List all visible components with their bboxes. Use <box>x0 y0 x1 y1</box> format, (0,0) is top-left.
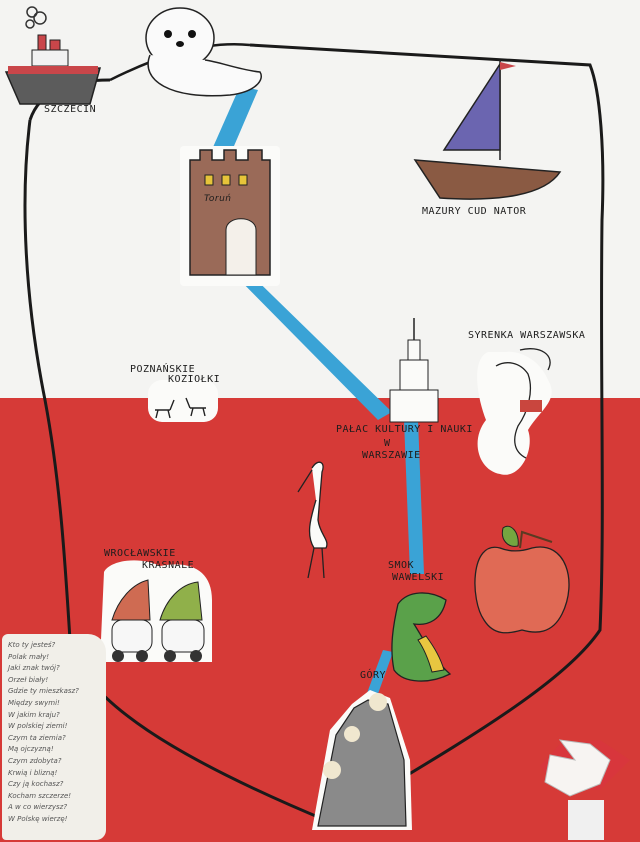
poem-line: W jakim kraju? <box>8 710 60 719</box>
rosette-drawing <box>540 739 630 840</box>
apple-drawing <box>474 525 570 634</box>
sailboat-drawing <box>413 60 562 200</box>
poem-line: Polak mały! <box>8 652 50 661</box>
label-smok-line2: WAWELSKI <box>392 572 445 583</box>
torun-tower-drawing <box>189 149 271 276</box>
label-wroclaw-line1: WROCŁAWSKIE <box>104 548 176 559</box>
poem-line: Kocham szczerze! <box>8 791 72 800</box>
label-mazury: MAZURY CUD NATOR <box>422 206 527 217</box>
goats-card <box>148 380 218 422</box>
poem-line: W Polskę wierzę! <box>8 814 68 823</box>
label-smok-line1: SMOK <box>388 560 415 571</box>
poem-line: Mą ojczyzną! <box>8 745 54 754</box>
label-palac-line3: WARSZAWIE <box>362 450 421 461</box>
white-flag-band <box>0 0 640 400</box>
poem-line: Gdzie ty mieszkasz? <box>8 687 79 696</box>
poem-line: Orzeł biały! <box>8 675 49 684</box>
mermaid-card <box>477 351 552 475</box>
label-gory: GÓRY <box>360 670 387 681</box>
poem-line: Jaki znak twój? <box>8 664 60 673</box>
gnomes-drawing <box>111 579 205 662</box>
seal-drawing <box>145 7 262 97</box>
label-wroclaw-line2: KRASNALE <box>142 560 195 571</box>
palace-of-culture-drawing <box>389 318 439 423</box>
poem-line: Czy ją kochasz? <box>8 780 64 789</box>
label-syrenka: SYRENKA WARSZAWSKA <box>468 330 586 341</box>
label-palac-line2: W <box>384 438 391 449</box>
mountain-drawing <box>317 693 407 827</box>
poem-line: Kto ty jesteś? <box>8 641 56 649</box>
dragon-drawing <box>391 592 452 682</box>
label-szczecin: SZCZECIN <box>44 104 97 115</box>
river-segment-3 <box>404 420 424 574</box>
label-poznan-line2: KOZIOŁKI <box>168 374 221 385</box>
mermaid-flag <box>520 400 542 412</box>
poem-line: Czym zdobyta? <box>8 756 62 765</box>
label-palac-line1: PAŁAC KULTURY I NAUKI <box>336 424 473 435</box>
poem-line: W polskiej ziemi! <box>8 722 68 731</box>
goats-drawing <box>155 397 206 419</box>
poem-line: Krwią i blizną! <box>8 768 58 777</box>
poem-line: Czym ta ziemia? <box>8 733 66 742</box>
river-segment-2 <box>222 260 392 420</box>
poem-line: Między swymi! <box>8 698 60 707</box>
label-poznan-line1: POZNAŃSKIE <box>130 364 196 375</box>
ship-drawing <box>4 6 101 105</box>
poem-line: A w co wierzysz? <box>8 803 68 812</box>
stork-drawing <box>297 461 328 579</box>
poem-card: Kto ty jesteś? Polak mały! Jaki znak twó… <box>2 634 106 840</box>
river-segment-1 <box>210 86 258 160</box>
label-torun: Toruń <box>204 194 232 204</box>
